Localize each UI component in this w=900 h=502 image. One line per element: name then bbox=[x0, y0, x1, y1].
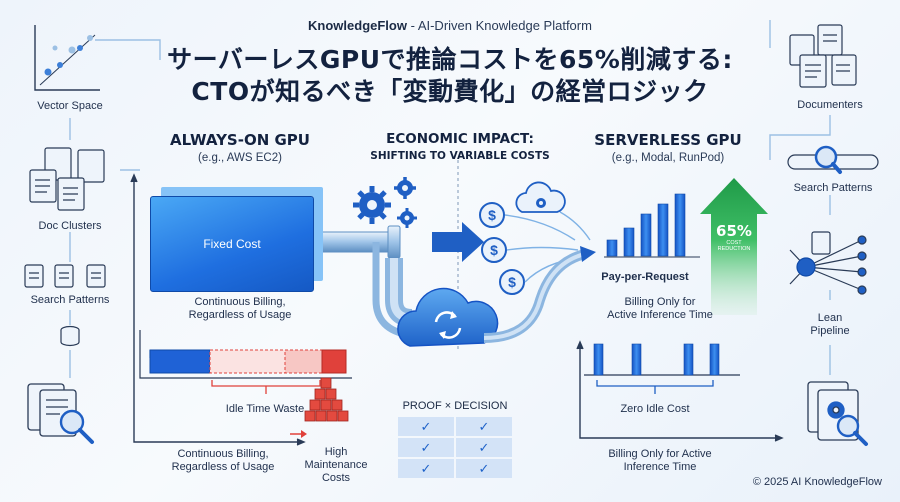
documenters-icon bbox=[789, 24, 857, 88]
request-bars-rising bbox=[606, 193, 686, 257]
lean-pipeline-icon bbox=[789, 231, 867, 295]
proof-decision-table: PROOF × DECISION ✓ ✓ ✓ ✓ ✓ ✓ bbox=[398, 400, 512, 478]
brand-line: KnowledgeFlow - AI-Driven Knowledge Plat… bbox=[0, 18, 900, 33]
shift-arrow bbox=[432, 222, 484, 262]
maintenance-costs-label: High Maintenance Costs bbox=[304, 446, 368, 484]
idle-bracket bbox=[211, 380, 321, 387]
active-usage-bar-end bbox=[321, 349, 347, 374]
always-on-axes bbox=[130, 173, 306, 446]
usage-timeline-axes bbox=[139, 330, 352, 379]
idle-time-bar-tail bbox=[284, 349, 323, 374]
cloud-gear-icon bbox=[515, 181, 566, 213]
pay-per-request-label: Pay-per-Request bbox=[601, 271, 689, 283]
svg-text:$: $ bbox=[488, 207, 496, 223]
always-on-heading: ALWAYS-ON GPU bbox=[170, 131, 310, 149]
svg-text:$: $ bbox=[490, 242, 498, 258]
reduction-percent: 65% bbox=[716, 222, 752, 240]
flow-lines bbox=[504, 211, 591, 283]
fixed-cost-label: Fixed Cost bbox=[203, 237, 261, 251]
check-icon: ✓ bbox=[456, 438, 512, 457]
page-title-line1: サーバーレスGPUで推論コストを65%削減する: bbox=[167, 45, 733, 74]
check-icon: ✓ bbox=[398, 417, 454, 436]
active-usage-bar bbox=[149, 349, 211, 374]
cost-reduction-arrow bbox=[700, 178, 768, 315]
vector-space-icon bbox=[34, 25, 100, 91]
dollar-coins-icon: $ $ $ bbox=[479, 202, 525, 295]
search-patterns-icon bbox=[787, 145, 879, 174]
maintenance-arrowhead bbox=[301, 430, 307, 438]
zero-idle-cost-label: Zero Idle Cost bbox=[620, 403, 690, 415]
economic-impact-subheading: SHIFTING TO VARIABLE COSTS bbox=[370, 150, 550, 162]
check-icon: ✓ bbox=[398, 438, 454, 457]
copyright: © 2025 AI KnowledgeFlow bbox=[752, 476, 882, 488]
request-bars-sparse bbox=[593, 343, 720, 376]
zero-idle-bracket bbox=[596, 380, 714, 387]
check-icon: ✓ bbox=[456, 417, 512, 436]
cost-pipe bbox=[317, 225, 413, 339]
cloud-sync-icon bbox=[397, 287, 499, 347]
doc-clusters-label: Doc Clusters bbox=[38, 220, 102, 232]
economic-impact-heading: ECONOMIC IMPACT: bbox=[386, 131, 534, 147]
proof-decision-grid: ✓ ✓ ✓ ✓ ✓ ✓ bbox=[398, 417, 512, 478]
serverless-billing-note-bottom: Billing Only for Active Inference Time bbox=[608, 448, 712, 473]
serverless-heading: SERVERLESS GPU bbox=[594, 131, 742, 149]
proof-decision-header: PROOF × DECISION bbox=[402, 400, 508, 412]
page-title-line2: CTOが知るべき「変動費化」の経営ロジック bbox=[191, 77, 709, 106]
document-search-icon bbox=[27, 383, 94, 444]
database-icon bbox=[60, 325, 80, 347]
serverless-pipe-arrowhead bbox=[580, 246, 596, 262]
brand-tagline: - AI-Driven Knowledge Platform bbox=[406, 18, 592, 33]
serverless-billing-note: Billing Only for Active Inference Time bbox=[607, 296, 713, 321]
always-on-example: (e.g., AWS EC2) bbox=[198, 152, 282, 164]
maintenance-cubes-icon bbox=[304, 377, 349, 422]
serverless-pipe-inner bbox=[483, 252, 586, 340]
documenters-label: Documenters bbox=[797, 99, 863, 111]
gears-icon bbox=[353, 177, 417, 228]
search-patterns-docs-icon bbox=[24, 264, 106, 288]
vector-space-label: Vector Space bbox=[37, 100, 103, 112]
document-gear-search-icon bbox=[807, 381, 868, 446]
lean-pipeline-label: Lean Pipeline bbox=[810, 312, 850, 337]
svg-text:$: $ bbox=[508, 274, 516, 290]
brand-name: KnowledgeFlow bbox=[308, 18, 407, 33]
check-icon: ✓ bbox=[398, 459, 454, 478]
fixed-cost-box: Fixed Cost bbox=[150, 196, 314, 292]
always-on-billing-note: Continuous Billing, Regardless of Usage bbox=[188, 296, 292, 321]
serverless-example: (e.g., Modal, RunPod) bbox=[611, 152, 725, 164]
doc-clusters-icon bbox=[29, 147, 105, 211]
reduction-label: COST REDUCTION bbox=[717, 240, 751, 252]
serverless-axes bbox=[576, 340, 784, 442]
search-patterns-left-label: Search Patterns bbox=[30, 294, 110, 306]
check-icon: ✓ bbox=[456, 459, 512, 478]
always-on-billing-note-bottom: Continuous Billing, Regardless of Usage bbox=[171, 448, 275, 473]
idle-time-waste-label: Idle Time Waste bbox=[225, 403, 305, 415]
search-patterns-right-label: Search Patterns bbox=[793, 182, 873, 194]
serverless-pipe bbox=[483, 249, 587, 343]
